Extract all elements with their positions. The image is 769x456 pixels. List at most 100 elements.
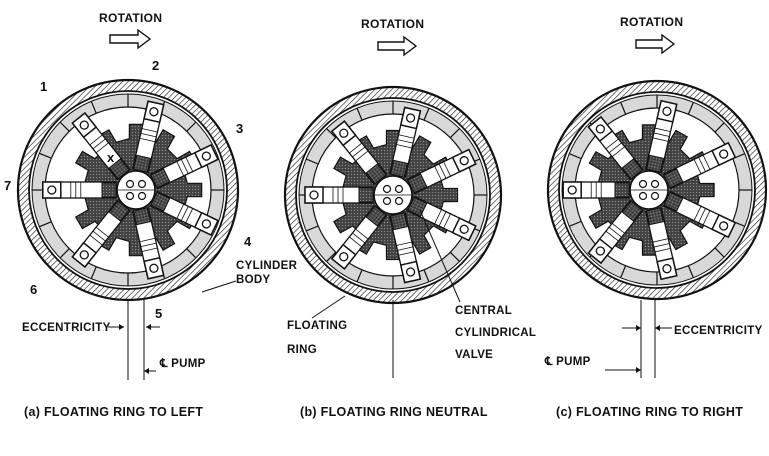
race-divider: [423, 269, 430, 283]
arrowhead-icon: [636, 325, 641, 331]
piston-assembly: [562, 181, 630, 199]
race-divider: [90, 101, 97, 114]
piston-assembly: [42, 181, 117, 199]
piston-ring: [140, 132, 157, 138]
piston-assembly: [406, 148, 477, 195]
valve-port: [638, 191, 648, 201]
piston-pin: [405, 267, 416, 277]
race-divider: [714, 247, 725, 258]
piston-pin: [339, 252, 349, 262]
piston-pin: [149, 263, 159, 273]
race-divider: [714, 122, 725, 133]
race-divider: [326, 128, 337, 139]
valve-port: [650, 179, 660, 189]
race-divider: [59, 248, 70, 259]
piston-ring: [443, 161, 451, 177]
piston-assembly: [149, 143, 219, 190]
valve-port: [137, 191, 147, 201]
cylinder-body-leader: [201, 280, 237, 293]
piston-pin: [149, 107, 159, 117]
piston-ring: [693, 205, 702, 221]
pump-assembly-a: [16, 78, 240, 302]
panel-a: ROTATION 1 2 3 4 5 6 7 x CYLINDER BODY E…: [4, 11, 298, 419]
piston-pin: [405, 113, 416, 123]
piston-assembly: [662, 141, 737, 190]
piston-assembly: [304, 186, 374, 204]
race-divider: [90, 266, 97, 279]
piston-ring: [180, 206, 189, 221]
race-divider: [305, 158, 319, 165]
piston-pin: [459, 224, 469, 234]
cylinder-port: [133, 207, 151, 226]
race-divider: [186, 248, 197, 259]
pump-assembly-c: [546, 79, 768, 301]
valve-port: [394, 196, 404, 206]
piston-assembly: [71, 199, 131, 268]
cylinder-port: [390, 159, 408, 178]
piston-ring: [438, 211, 447, 227]
cylinder-number-1: 1: [40, 79, 48, 94]
piston-pin: [79, 250, 89, 260]
piston-assembly: [406, 195, 477, 242]
valve-port: [125, 191, 135, 201]
central-valve-label-line-3: VALVE: [455, 349, 493, 361]
piston-ring: [443, 213, 451, 229]
cylinder-port: [108, 200, 130, 222]
piston-pin: [719, 221, 729, 231]
cylinder-port: [133, 154, 151, 173]
piston-ring: [396, 144, 413, 149]
piston-assembly: [388, 211, 422, 284]
piston-ring: [180, 159, 189, 174]
cylinder-port: [108, 158, 130, 180]
race-divider: [423, 107, 430, 121]
piston-ring: [654, 247, 671, 253]
piston-assembly: [131, 100, 165, 174]
piston-ring: [141, 247, 158, 252]
piston-pin: [595, 124, 606, 134]
piston-pin: [201, 219, 212, 229]
central-valve-leader: [419, 209, 461, 303]
piston-ring: [92, 138, 106, 150]
cylinder-number-6: 6: [30, 282, 38, 297]
race-divider: [59, 121, 70, 132]
cylinder-port: [407, 173, 428, 194]
piston-ring: [434, 165, 442, 181]
floating-ring-label-line-1: FLOATING: [287, 320, 347, 332]
piston-assembly: [149, 190, 219, 237]
valve-port: [638, 179, 648, 189]
piston-pin: [79, 120, 89, 130]
cylinder-port: [101, 182, 117, 198]
rotation-arrow-icon: [377, 35, 418, 57]
piston-pin: [567, 185, 577, 195]
piston-assembly: [131, 206, 165, 280]
piston-ring: [176, 203, 185, 219]
race-divider: [620, 102, 627, 115]
piston-pin: [719, 149, 729, 159]
piston-ring: [605, 230, 619, 242]
piston-pin: [309, 190, 319, 200]
cylinder-body-label-line-1: CYLINDER: [236, 260, 298, 272]
piston-ring: [698, 157, 706, 172]
arrowhead-icon: [636, 367, 641, 373]
position-marker-x: x: [107, 150, 115, 165]
piston-ring: [611, 146, 625, 157]
cylinder-number-3: 3: [236, 121, 244, 136]
central-valve-label-line-2: CYLINDRICAL: [455, 327, 536, 339]
piston-ring: [139, 237, 156, 243]
piston-assembly: [587, 199, 644, 265]
valve-port: [394, 184, 404, 194]
piston-ring: [397, 139, 414, 144]
piston-ring: [141, 128, 158, 133]
floating-ring-leader: [311, 295, 346, 319]
valve-port: [650, 191, 660, 201]
arrowhead-icon: [119, 324, 124, 330]
cylinder-port: [614, 182, 630, 198]
piston-ring: [398, 251, 415, 256]
piston-ring: [355, 228, 369, 240]
panel-b: ROTATION FLOATING RING CENTRAL CYLINDRIC…: [283, 17, 536, 419]
piston-ring: [653, 132, 670, 137]
piston-assembly: [644, 206, 678, 281]
caption-b: (b) FLOATING RING NEUTRAL: [300, 405, 488, 419]
race-divider: [356, 269, 363, 283]
